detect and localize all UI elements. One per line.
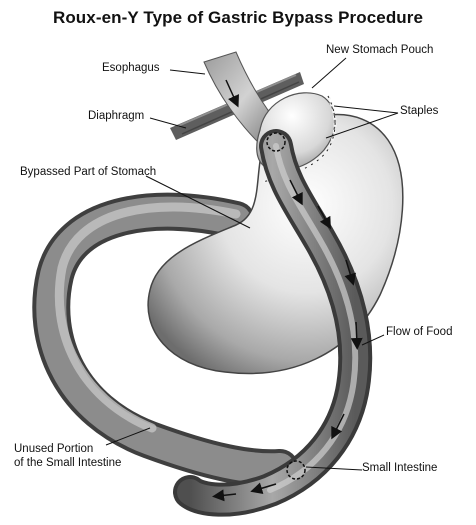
label-new-stomach-pouch: New Stomach Pouch	[326, 44, 434, 56]
label-unused-line-2: of the Small Intestine	[14, 457, 122, 469]
label-staples: Staples	[400, 105, 439, 117]
label-unused-line-1: Unused Portion	[14, 443, 94, 455]
diagram-title: Roux-en-Y Type of Gastric Bypass Procedu…	[52, 8, 424, 27]
flow-arrows	[212, 79, 363, 502]
leader-lines	[105, 57, 399, 471]
label-bypassed-stomach: Bypassed Part of Stomach	[20, 166, 157, 178]
pouch-anastomosis	[266, 132, 286, 152]
staple-line	[261, 95, 337, 184]
label-flow-of-food: Flow of Food	[386, 326, 453, 338]
label-small-intestine: Small Intestine	[362, 462, 438, 474]
label-esophagus: Esophagus	[102, 62, 160, 74]
intestine-anastomosis	[286, 460, 306, 480]
label-unused-portion: Unused Portion of the Small Intestine	[14, 442, 121, 470]
label-diaphragm: Diaphragm	[88, 110, 145, 122]
